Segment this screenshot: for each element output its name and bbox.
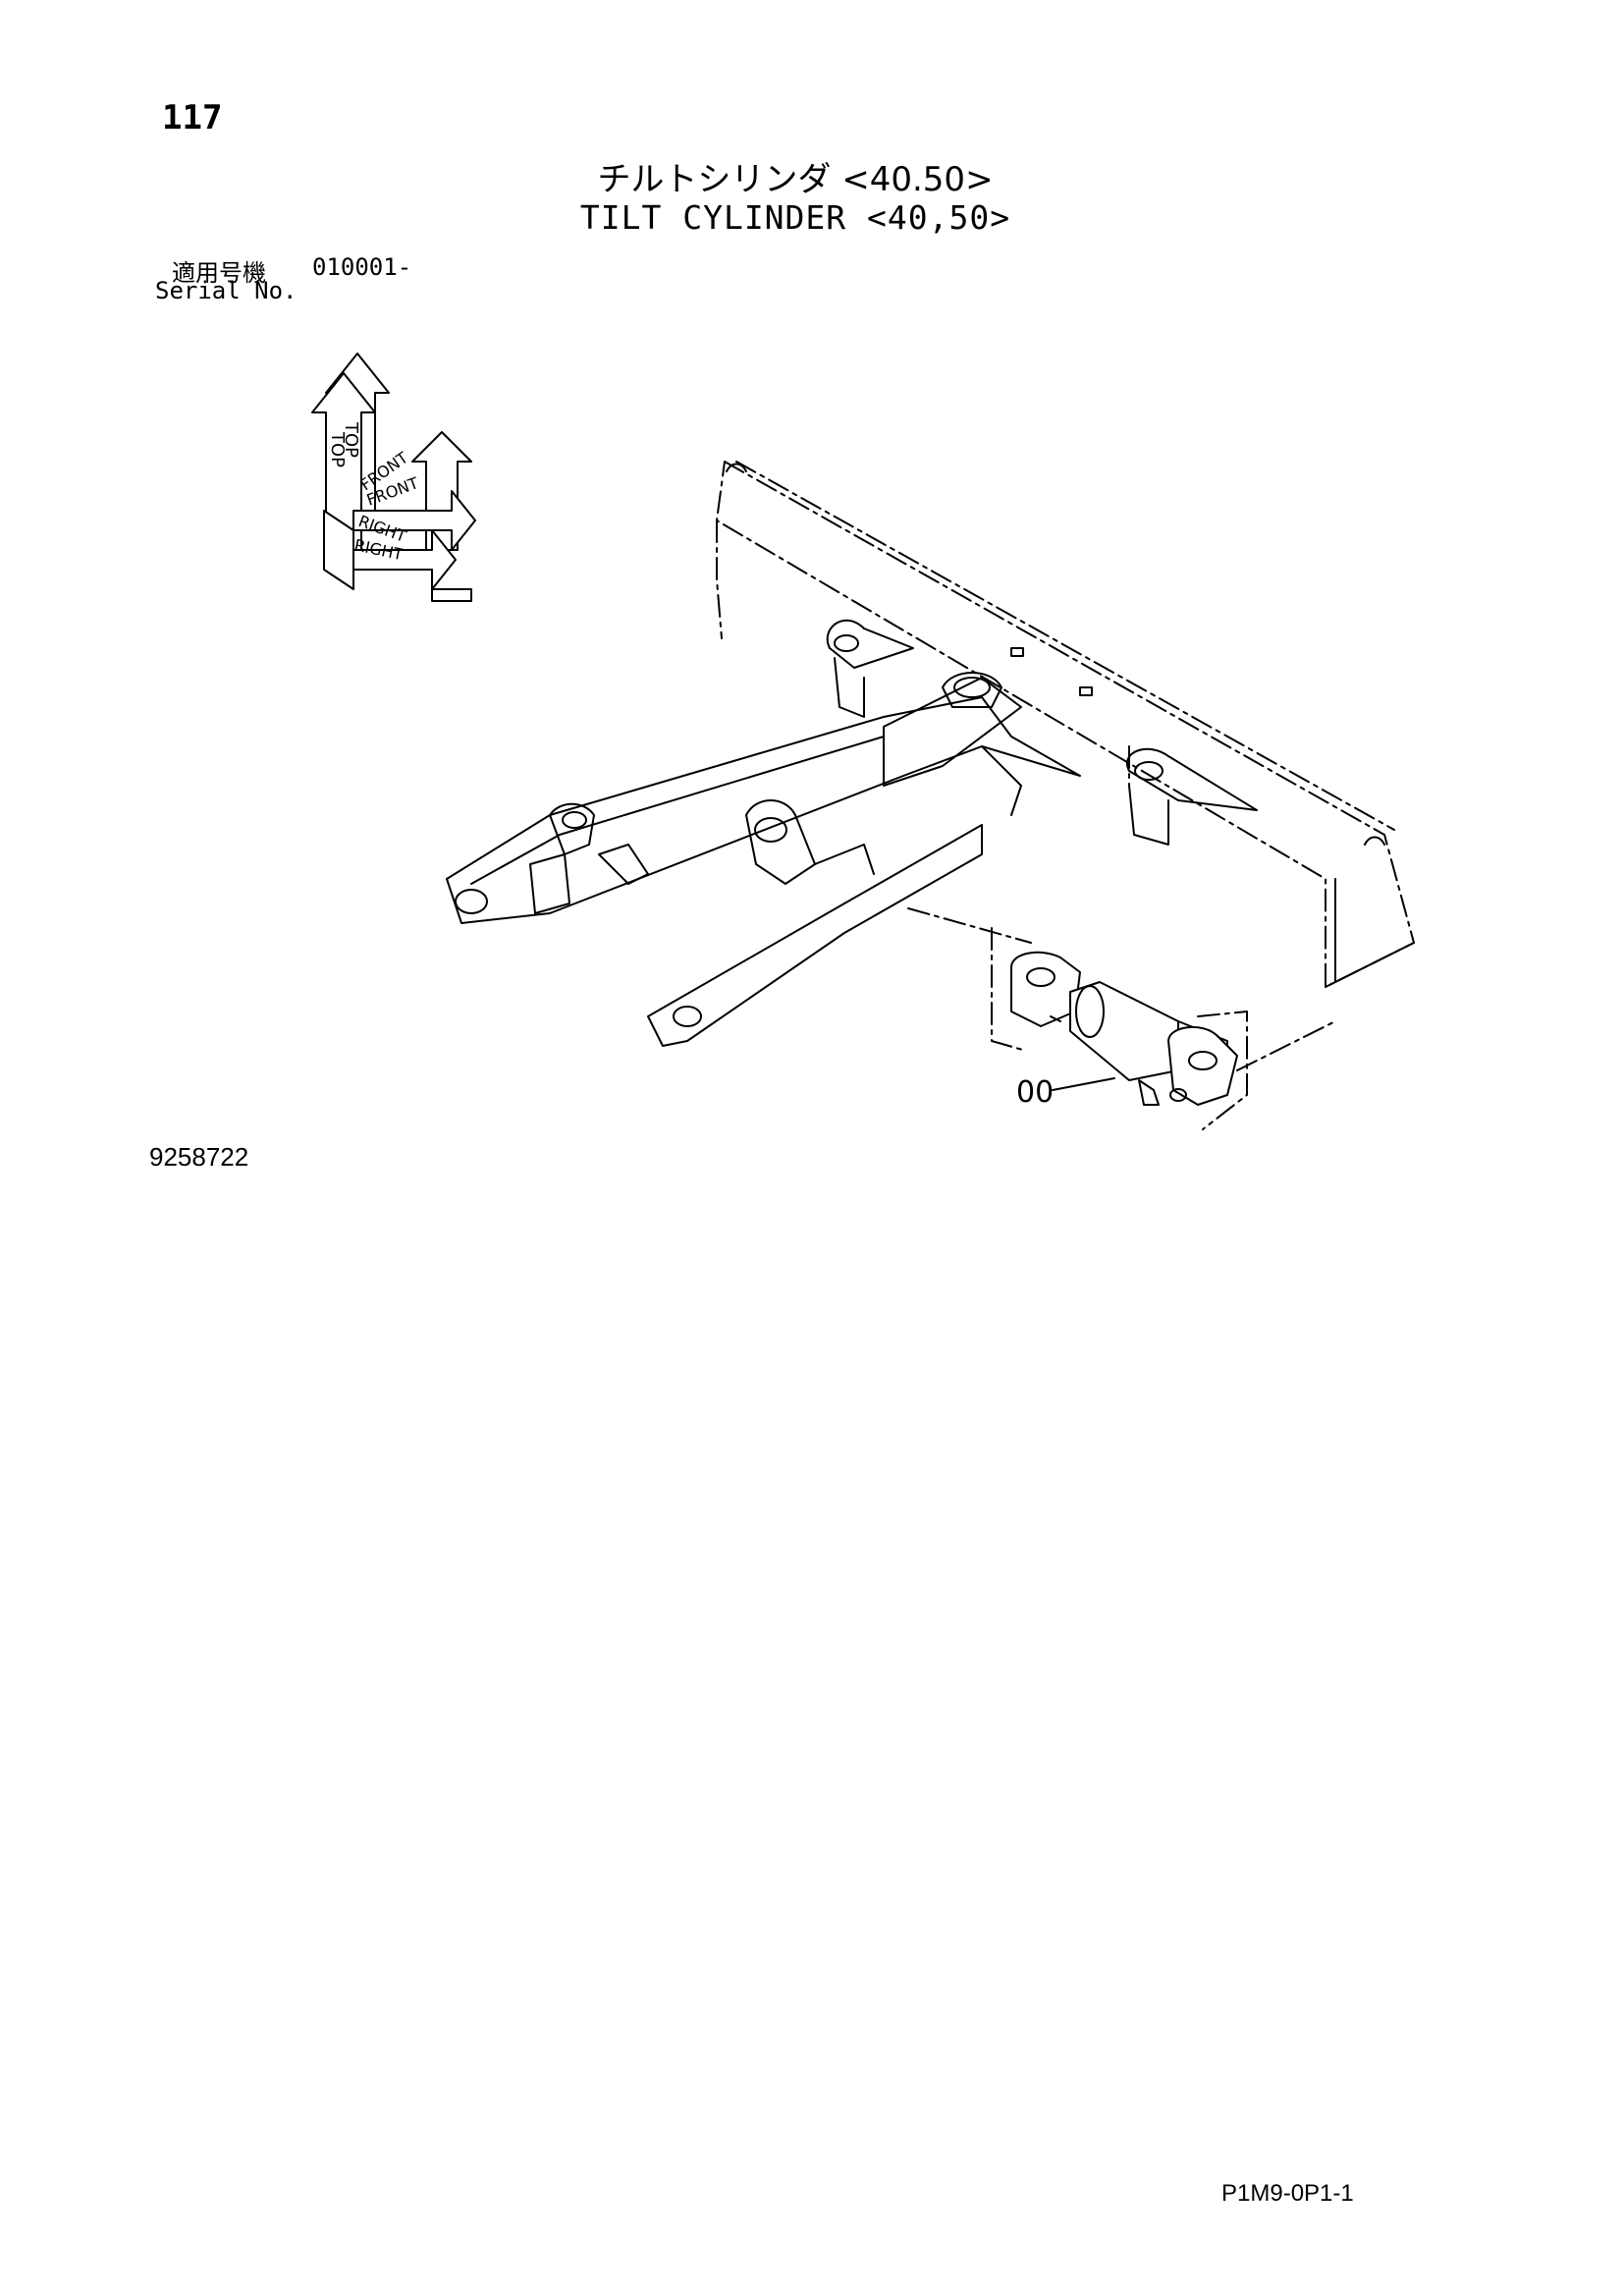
orientation-label-top-1: TOP — [327, 431, 348, 467]
title-japanese: チルトシリンダ <40.50> — [597, 160, 994, 199]
callout-00: 00 — [1016, 1075, 1115, 1110]
figure-number: 9258722 — [149, 1142, 249, 1172]
serial-label-japanese: 適用号機 — [172, 259, 266, 287]
tilt-cylinder — [1010, 951, 1238, 1106]
exploded-diagram: TOP TOP FRONT FRONT RIGHT RIGHT — [311, 353, 1415, 1130]
serial-value: 010001- — [312, 253, 412, 281]
page-number: 117 — [162, 98, 223, 137]
serial-label-english: Serial No. — [155, 277, 298, 304]
orientation-label-top-2: TOP — [341, 421, 361, 458]
frame — [446, 672, 1081, 1047]
blade-bracket-left — [826, 619, 914, 718]
orientation-indicator: TOP TOP FRONT FRONT RIGHT RIGHT — [311, 353, 476, 602]
blade-bracket-right — [1126, 745, 1258, 846]
callout-label-00: 00 — [1016, 1075, 1054, 1110]
page-code: P1M9-0P1-1 — [1221, 2180, 1354, 2207]
title-english: TILT CYLINDER <40,50> — [579, 198, 1011, 237]
center-lines — [907, 907, 1336, 1130]
blade-outline — [716, 461, 1415, 988]
